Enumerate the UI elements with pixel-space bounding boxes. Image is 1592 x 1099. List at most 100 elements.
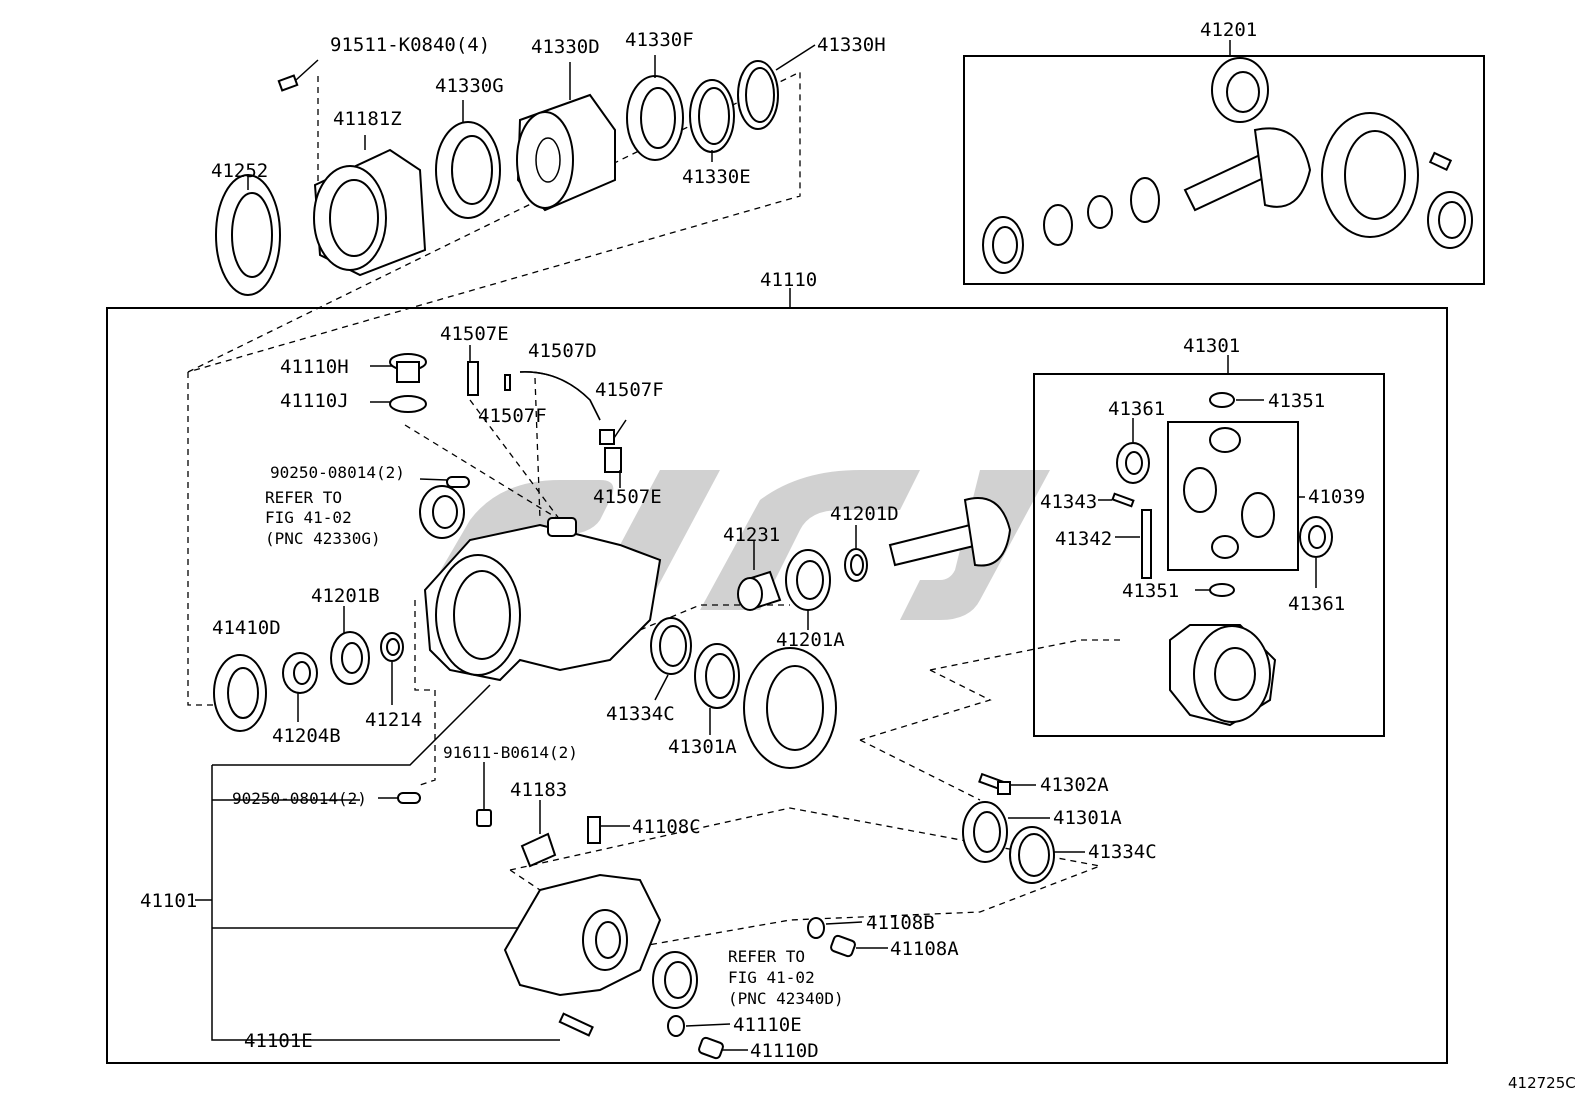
label-41301: 41301 [1183,335,1240,357]
pin-90250-top [419,476,470,488]
bolt-91511 [277,59,319,92]
label-41507D: 41507D [528,340,597,362]
label-90250-08014-bottom: 90250-08014(2) [232,789,367,808]
spacer-41214 [380,632,404,705]
gasket-41108B [807,917,863,939]
label-41301A-right: 41301A [1053,807,1122,829]
seal-refer-42330G [419,485,465,539]
frame-41201 [963,55,1485,285]
label-41330G: 41330G [435,75,504,97]
bearing-41301A-right [962,801,1050,863]
frame-41301 [1033,373,1385,737]
label-91611-B0614: 91611-B0614(2) [443,743,578,762]
pinion-set-41039 [1183,427,1305,559]
frame-41039 [1167,421,1299,571]
note-refer-2-line3: (PNC 42340D) [728,989,844,1008]
label-41410D: 41410D [212,617,281,639]
washer-41351-bottom [1195,583,1235,597]
bearing-41301A-left [694,643,740,735]
dashed-line-top [187,70,801,373]
label-41201B: 41201B [311,585,380,607]
gasket-41110E [667,1015,731,1037]
label-41507F-right: 41507F [595,379,664,401]
note-refer-2-line1: REFER TO [728,947,805,966]
washer-41361-right [1299,516,1333,588]
label-41201: 41201 [1200,19,1257,41]
race-41334C-right [1009,826,1085,884]
nut-41204B [282,652,318,722]
housing-41181Z [313,135,427,277]
label-41101: 41101 [140,890,197,912]
carrier-case-41110 [423,517,662,682]
label-41330D: 41330D [531,36,600,58]
dashed-line-pin [414,600,436,786]
label-41361-right: 41361 [1288,593,1345,615]
label-41110: 41110 [760,269,817,291]
note-refer-1-line3: (PNC 42330G) [265,529,381,548]
plug-41110D [698,1036,748,1060]
bracket-41101 [211,684,530,1041]
label-41039: 41039 [1308,486,1365,508]
label-90250-08014-top: 90250-08014(2) [270,463,405,482]
label-41330E: 41330E [682,166,751,188]
pin-90250-bottom [378,792,421,804]
cover-41101 [503,873,662,997]
ring-gear [743,647,837,769]
bolt-41302A [978,772,1036,795]
washer-41361-left [1116,418,1150,484]
collar-41231 [737,540,782,611]
shim-41201D [844,525,868,582]
label-41252: 41252 [211,160,268,182]
label-41201A-top: 41201A [776,629,845,651]
label-41110D: 41110D [750,1040,819,1062]
label-41507F-left: 41507F [478,405,547,427]
gear-set-41201 [982,57,1473,274]
bolt-91611 [476,762,492,827]
label-41351-top: 41351 [1268,390,1325,412]
note-refer-1-line2: FIG 41-02 [265,508,352,527]
ring-41330E [689,79,735,162]
plate-41183 [520,800,557,868]
label-41231: 41231 [723,524,780,546]
sleeve-41330D [516,62,616,212]
label-41108C: 41108C [632,816,701,838]
washer-41351-top [1209,392,1264,408]
labels: 91511-K0840(4) 41330D 41330F 41330H 4133… [140,19,1576,1092]
shim-41330H [737,44,816,130]
label-41301A-left: 41301A [668,736,737,758]
label-41342: 41342 [1055,528,1112,550]
label-41108B: 41108B [866,912,935,934]
frame-41110 [106,307,1448,1064]
label-41351-bottom: 41351 [1122,580,1179,602]
dashed-line-left [187,372,228,706]
label-41214: 41214 [365,709,422,731]
dashed-line-center [404,377,561,521]
hose-41507D [467,345,627,488]
label-41343: 41343 [1040,491,1097,513]
plug-41110H [370,353,427,383]
label-41302A: 41302A [1040,774,1109,796]
label-41204B: 41204B [272,725,341,747]
label-41183: 41183 [510,779,567,801]
note-refer-1-line1: REFER TO [265,488,342,507]
bearing-41330F [626,55,684,161]
seal-refer-42340D [652,951,698,1009]
bearing-41330G [435,100,501,219]
label-91511-K0840: 91511-K0840(4) [330,34,490,56]
label-41330F: 41330F [625,29,694,51]
label-41110J: 41110J [280,390,349,412]
gasket-41110J [370,395,427,413]
note-refer-2-line2: FIG 41-02 [728,968,815,987]
label-41110H: 41110H [280,356,349,378]
drive-pinion [888,497,1012,567]
label-41110E: 41110E [733,1014,802,1036]
pin-41343 [1098,492,1135,508]
differential-case [1169,624,1277,727]
label-41201D: 41201D [830,503,899,525]
breather-41108C [587,816,630,844]
label-41108A: 41108A [890,938,959,960]
bearing-41201B [330,606,370,685]
dashed-line-diff [859,639,1120,801]
bearing-41201A [785,549,831,630]
